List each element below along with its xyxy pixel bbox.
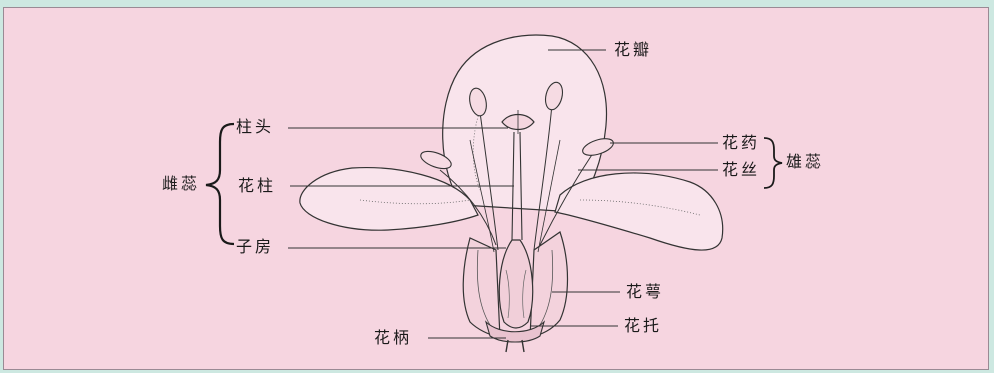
- label-stigma: 柱头: [236, 118, 274, 136]
- label-pistil: 雌蕊: [162, 175, 200, 193]
- label-stamen: 雄蕊: [786, 153, 824, 171]
- sepal-left: [463, 238, 500, 338]
- label-ovary: 子房: [236, 238, 274, 256]
- label-sepal: 花萼: [626, 283, 664, 301]
- label-filament: 花丝: [722, 161, 760, 179]
- label-anther: 花药: [722, 134, 760, 152]
- pistil-brace: [206, 124, 234, 244]
- label-style: 花柱: [238, 177, 276, 195]
- stamen-brace: [764, 138, 782, 188]
- label-petal: 花瓣: [614, 41, 652, 59]
- ovary-shape: [499, 240, 532, 328]
- label-receptacle: 花托: [624, 317, 662, 335]
- sepal-right: [530, 232, 568, 338]
- label-pedicel: 花柄: [374, 329, 412, 347]
- right-petal: [555, 173, 723, 250]
